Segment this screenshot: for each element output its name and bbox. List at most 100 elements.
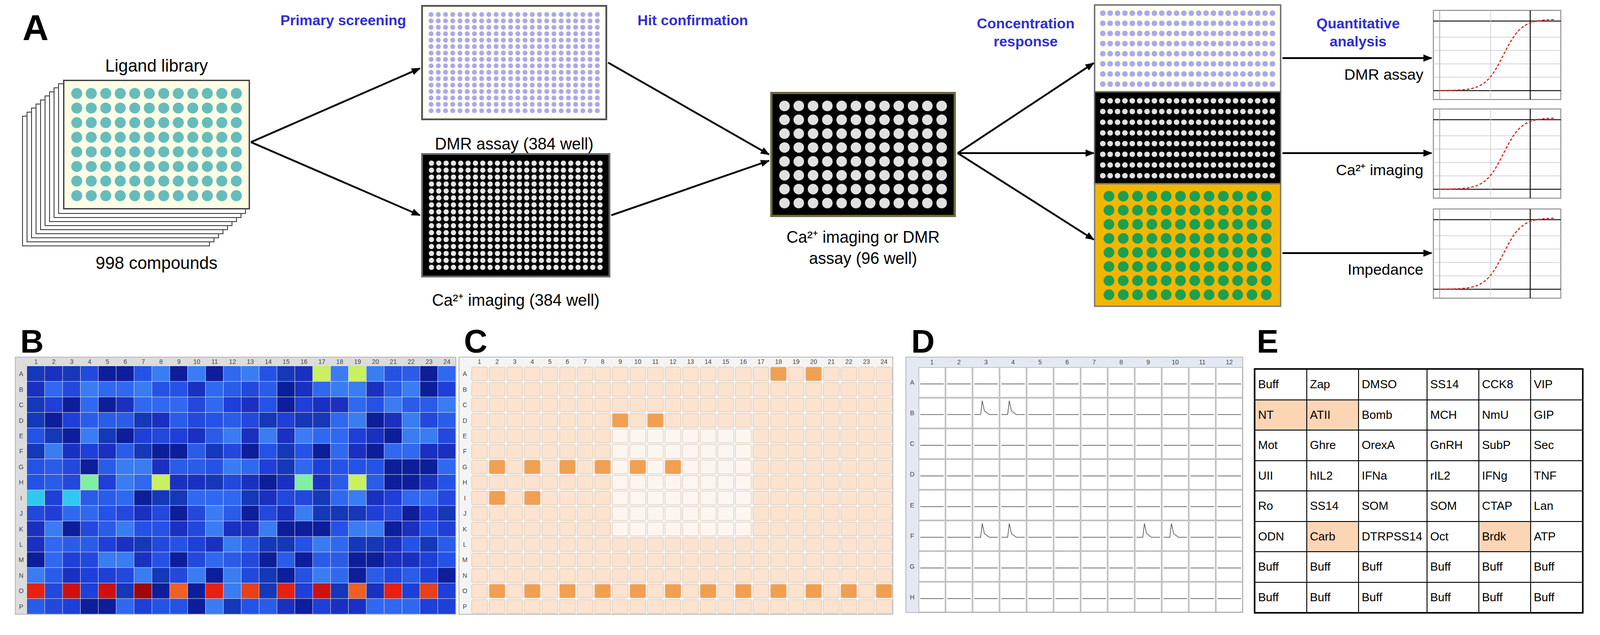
plate-cell <box>805 584 822 598</box>
heatmap-cell <box>187 599 206 614</box>
well <box>587 37 593 43</box>
impedance-well <box>1118 218 1129 230</box>
calcium-trace <box>1163 523 1187 538</box>
calcium-well <box>1159 140 1165 147</box>
axis-line <box>1490 10 1492 100</box>
calcium-well <box>1129 108 1135 114</box>
plate-cell <box>541 491 558 505</box>
heatmap-cell <box>402 521 420 537</box>
heatmap-cell <box>313 568 331 583</box>
plate-cell <box>682 522 699 536</box>
heatmap-cell <box>134 552 152 568</box>
well <box>158 190 169 202</box>
calcium-well <box>1225 162 1231 168</box>
heatmap-cell <box>348 583 367 599</box>
column-number: 11 <box>211 358 219 365</box>
dmr-well <box>1100 71 1106 77</box>
plate-cell <box>541 475 558 490</box>
trace-cell <box>1189 367 1216 398</box>
plate-cell <box>753 537 769 552</box>
impedance-well <box>1160 261 1172 273</box>
well <box>522 50 528 56</box>
calcium-well <box>1225 140 1231 147</box>
well <box>486 24 492 30</box>
column-number: 15 <box>722 358 730 365</box>
impedance-well <box>1175 190 1187 202</box>
heatmap-cell <box>134 459 152 475</box>
plate-cell <box>735 398 752 412</box>
plate-cell <box>647 460 664 474</box>
plate-cell <box>524 522 541 536</box>
heatmap-cell <box>259 521 278 537</box>
heatmap-cell <box>402 443 420 459</box>
plate-cell <box>524 398 541 412</box>
dmr-well <box>1240 71 1246 77</box>
impedance-well <box>1232 218 1244 230</box>
well <box>216 102 228 114</box>
dmr-well <box>1225 81 1231 87</box>
calcium-well <box>1203 151 1209 157</box>
plate-cell <box>700 537 717 552</box>
axis-line <box>1529 10 1531 100</box>
impedance-well <box>1218 275 1229 287</box>
plate-cell <box>823 553 840 567</box>
plate-cell <box>541 600 558 614</box>
row-letter: B <box>18 386 23 393</box>
table-cell: Buff <box>1254 369 1307 400</box>
plate-cell <box>840 413 857 428</box>
well <box>158 131 169 143</box>
calcium-well <box>1129 119 1135 125</box>
plate-cell <box>559 475 576 490</box>
plate-cell <box>682 460 699 474</box>
plate-cell <box>858 367 875 381</box>
table-cell: DTRPSS14 <box>1358 521 1428 553</box>
well <box>450 31 456 37</box>
plate-cell <box>753 367 769 381</box>
calcium-trace <box>1001 567 1025 569</box>
dmr-well <box>1247 30 1253 37</box>
heatmap-cell <box>313 490 331 506</box>
plate-cell <box>753 429 769 443</box>
heatmap-cell <box>348 536 367 552</box>
well <box>587 50 593 56</box>
well <box>536 31 542 37</box>
plate-cell <box>858 429 875 443</box>
impedance-well <box>1246 247 1258 259</box>
heatmap-cell <box>98 412 117 428</box>
heatmap-cell <box>116 599 134 614</box>
plate-cell <box>840 522 857 536</box>
column-number: 14 <box>264 358 273 365</box>
heatmap-cell <box>187 474 206 490</box>
plate-cell <box>682 553 699 567</box>
plate-cell <box>612 522 628 536</box>
well <box>558 63 564 69</box>
plate-cell <box>559 553 576 567</box>
well <box>143 161 155 173</box>
plate-cell <box>682 444 699 459</box>
calcium-trace <box>1109 598 1133 600</box>
calcium-trace <box>1055 475 1079 477</box>
heatmap-cell <box>259 490 278 506</box>
dmr-well <box>1144 50 1150 57</box>
well <box>450 24 456 30</box>
well <box>472 12 478 18</box>
calcium-well <box>1269 140 1276 147</box>
plate-cell <box>664 444 681 459</box>
calcium-well <box>1181 130 1187 136</box>
calcium-trace <box>1136 598 1160 600</box>
plate-cell <box>594 367 611 381</box>
plate-cell <box>682 367 699 381</box>
plate-cell <box>664 367 681 381</box>
well <box>143 131 155 143</box>
plate-cell <box>770 398 787 412</box>
well <box>551 18 557 24</box>
well <box>558 31 564 37</box>
table-cell: Brdk <box>1478 521 1531 553</box>
well <box>544 56 550 62</box>
calcium-well <box>1151 98 1158 104</box>
table-cell: VIP <box>1530 369 1583 400</box>
plate-cell <box>770 491 787 505</box>
plate-cell <box>823 382 840 396</box>
plate-cell <box>489 398 505 412</box>
dmr-well <box>1181 10 1187 16</box>
